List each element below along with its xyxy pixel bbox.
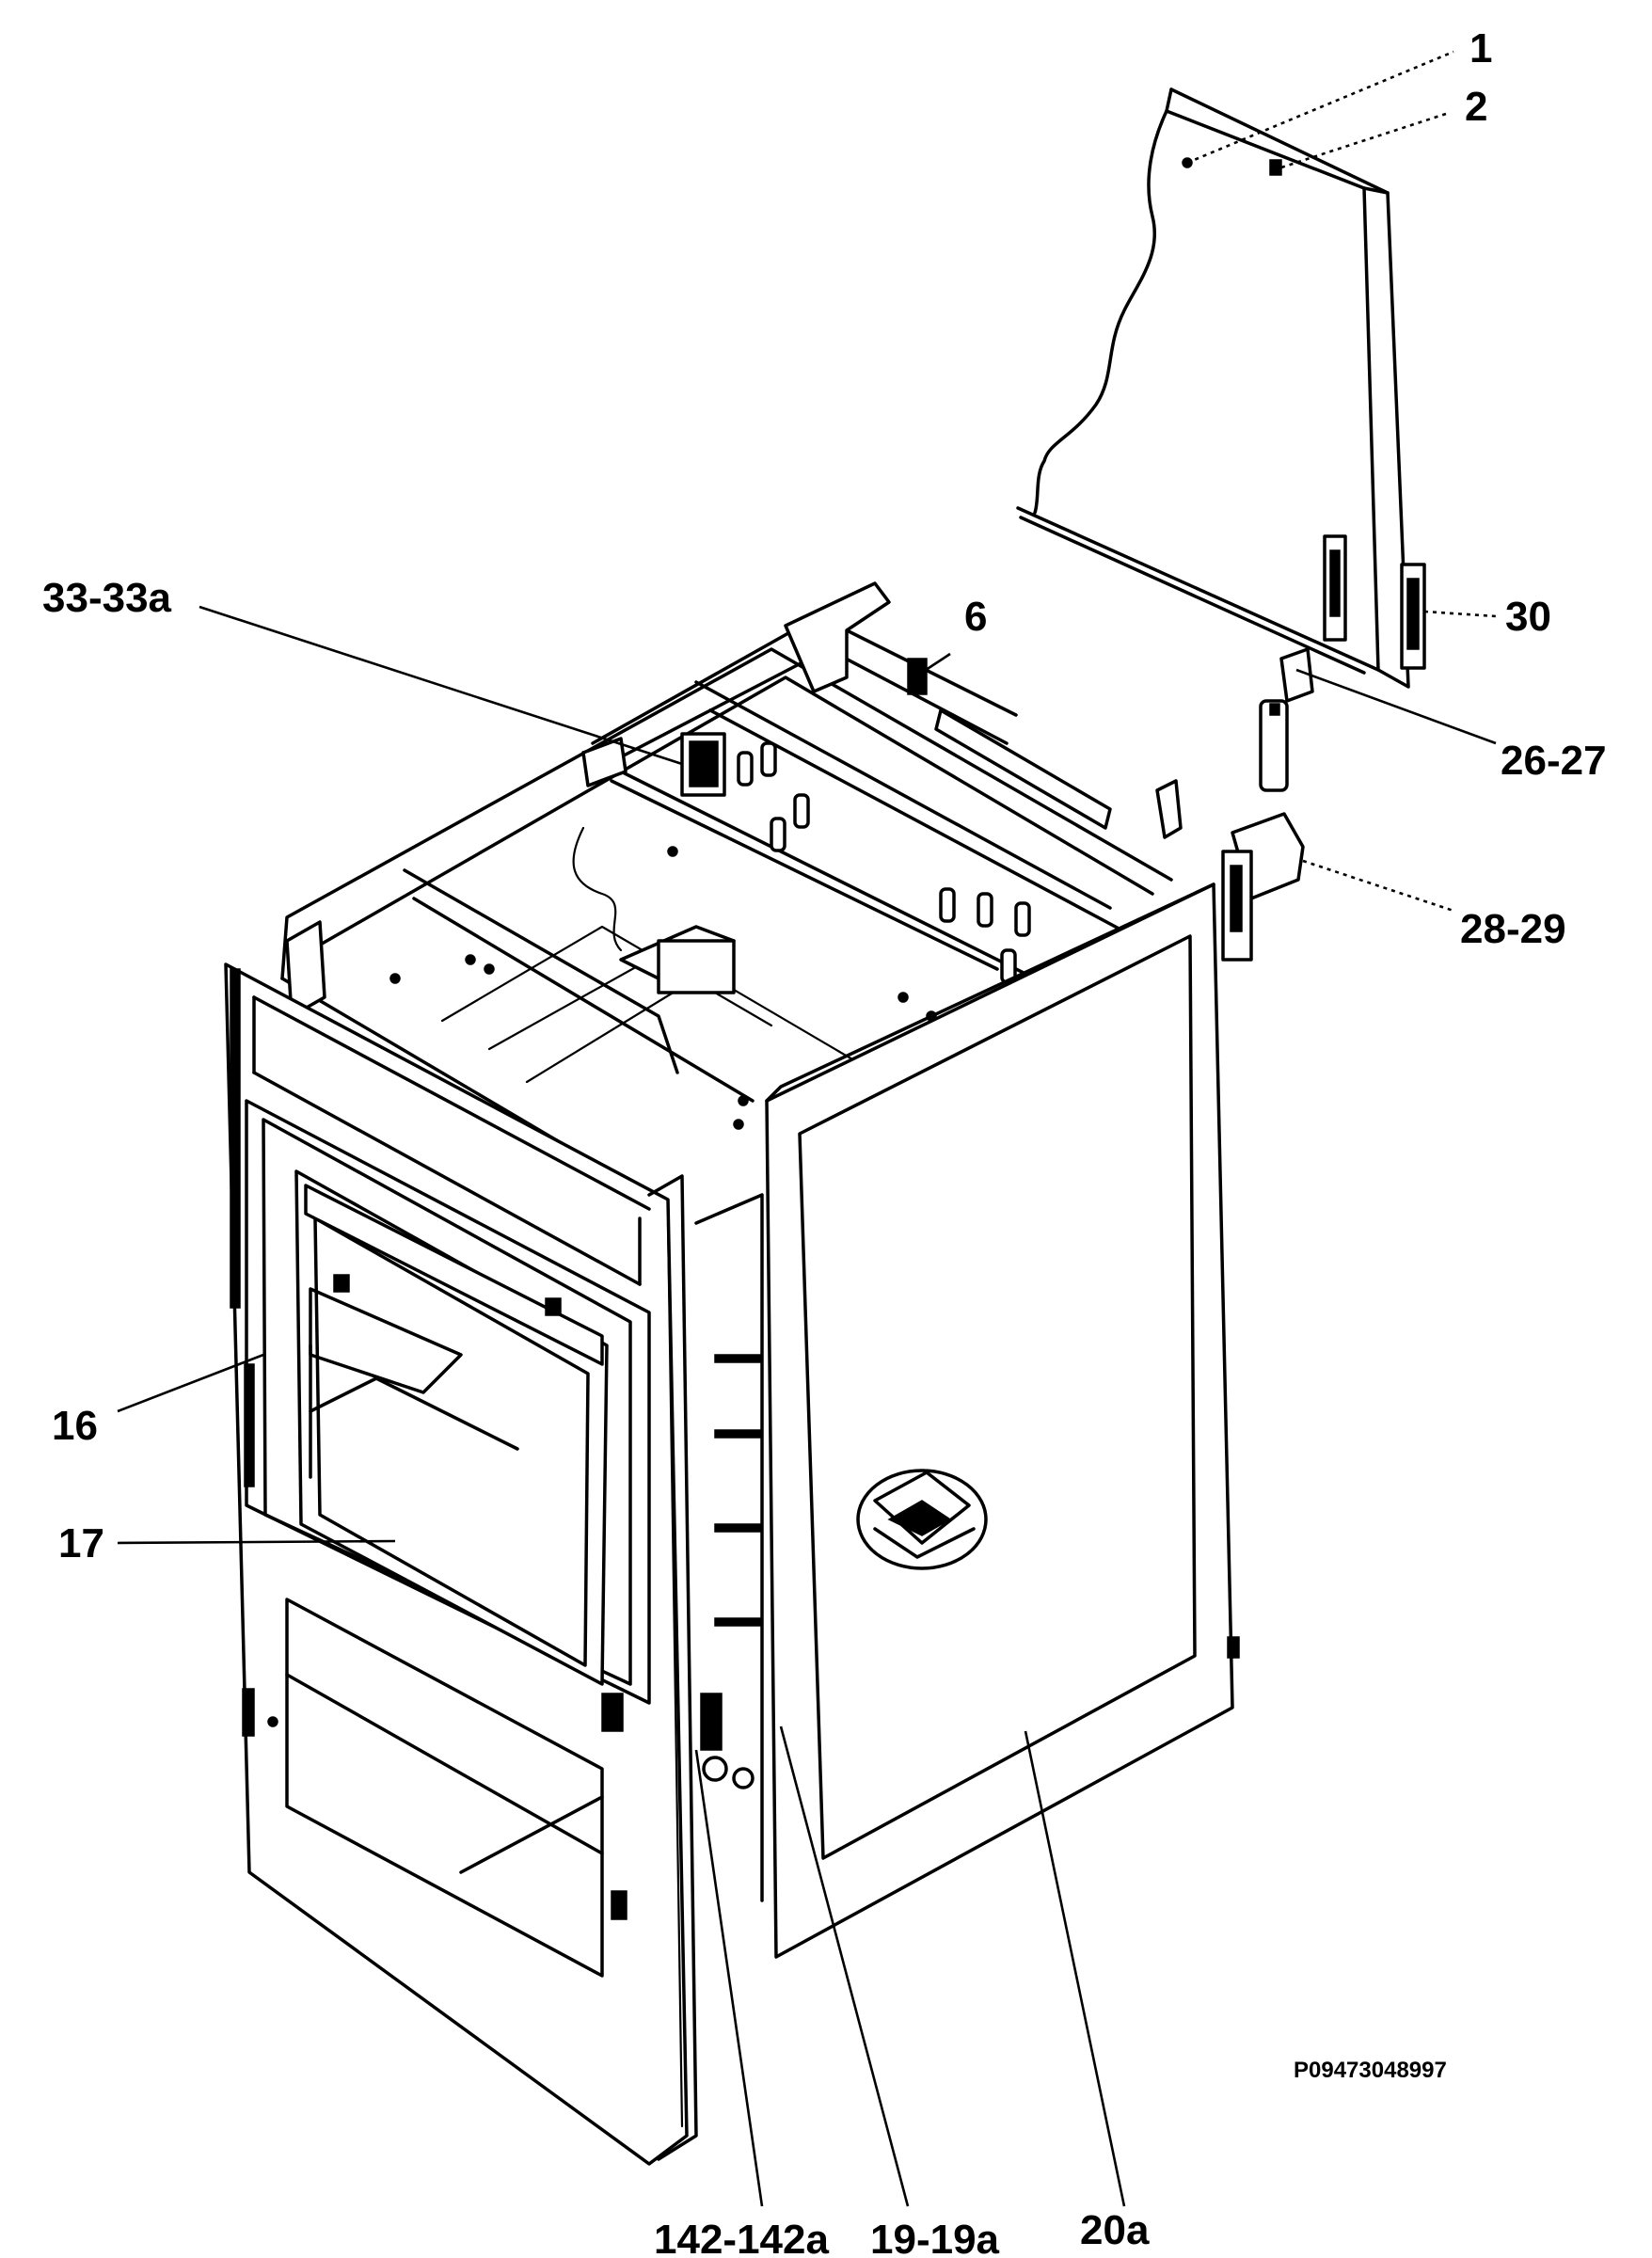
side-panel-detached [1016,87,1426,792]
callout-17: 17 [58,1520,104,1566]
rear-posts [737,741,1031,984]
callout-19-19a: 19-19a [870,2217,1000,2258]
callout-142-142a: 142-142a [654,2217,829,2258]
callout-16: 16 [52,1403,98,1449]
callout-6: 6 [964,594,987,640]
callout-20a: 20a [1080,2207,1150,2253]
side-panel-20a [765,883,1240,1959]
front-frame [224,962,764,2166]
bracket-28-29 [1221,812,1305,962]
callout-26-27: 26-27 [1501,738,1607,784]
reference-code: P09473048997 [1294,2058,1447,2083]
leader-lines [117,50,1497,2207]
callout-33-33a: 33-33a [42,575,172,621]
callout-30: 30 [1505,594,1551,640]
callout-1: 1 [1469,25,1492,72]
callout-2: 2 [1465,84,1487,130]
callout-labels: 1 2 6 16 17 19-19a 20a 26-27 28-29 30 33… [42,25,1607,2258]
callout-28-29: 28-29 [1460,906,1566,952]
oven-body [280,581,1183,1197]
